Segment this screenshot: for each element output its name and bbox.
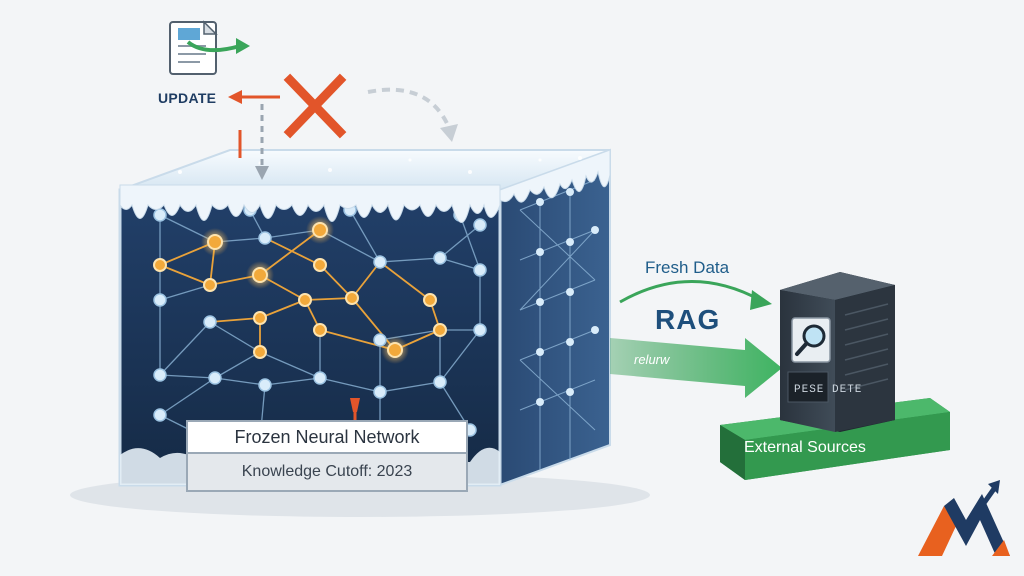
side-nodes	[536, 188, 599, 406]
magnifier-icon	[791, 317, 831, 363]
knowledge-cutoff-label: Knowledge Cutoff: 2023	[186, 452, 468, 492]
idle-nodes	[153, 203, 487, 437]
rag-label: RAG	[655, 304, 721, 335]
update-label: UPDATE	[158, 90, 217, 106]
document-update-icon	[169, 20, 250, 75]
update-arrow	[228, 87, 458, 180]
server-screen-label: PESE DETE	[794, 384, 863, 396]
fresh-data-label: Fresh Data	[645, 258, 730, 277]
ice-block-side	[499, 148, 611, 487]
active-nodes	[153, 222, 447, 359]
brand-logo	[918, 480, 1010, 556]
icicles-side	[499, 149, 611, 203]
return-label: relurw	[634, 352, 670, 367]
snow-specks	[178, 156, 582, 174]
fresh-data-arrow	[619, 280, 772, 310]
pin-icon	[350, 398, 360, 420]
side-network	[519, 179, 596, 470]
cross-icon	[283, 73, 347, 139]
icicles	[119, 184, 501, 223]
external-sources-label: External Sources	[744, 439, 866, 456]
frozen-network-title: Frozen Neural Network	[186, 420, 468, 452]
node-glows	[201, 216, 409, 364]
return-arrow	[610, 338, 782, 398]
